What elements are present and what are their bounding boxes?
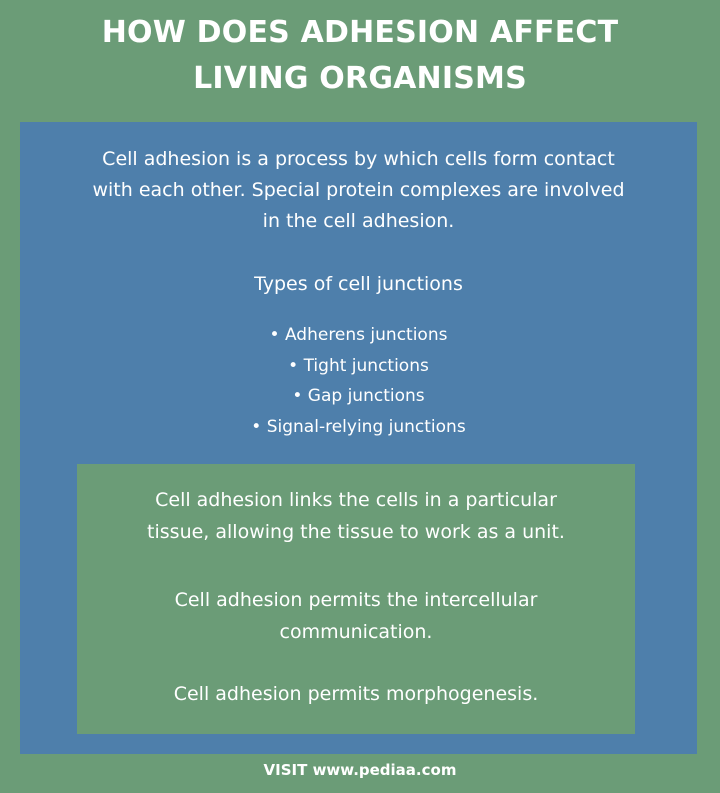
definition-panel: Cell adhesion is a process by which cell…	[20, 122, 697, 754]
list-item-gap-junctions: • Gap junctions	[292, 386, 425, 406]
list-item-signal-relying-junctions: • Signal-relying junctions	[251, 416, 466, 437]
effect-1-line-1: Cell adhesion links the cells in a parti…	[155, 489, 557, 511]
effect-1-line-2: tissue, allowing the tissue to work as a…	[147, 521, 565, 543]
junction-types-list: • Adherens junctions • Tight junctions •…	[20, 320, 697, 442]
footer-visit-link[interactable]: VISIT www.pediaa.com	[263, 761, 457, 779]
intro-line-2: with each other. Special protein complex…	[92, 179, 625, 201]
effect-3-line-1: Cell adhesion permits morphogenesis.	[173, 683, 539, 705]
intro-paragraph: Cell adhesion is a process by which cell…	[60, 144, 657, 237]
title-line-2: LIVING ORGANISMS	[193, 61, 527, 96]
effect-2-line-2: communication.	[279, 621, 433, 643]
list-item-adherens-junctions: • Adherens junctions	[269, 325, 448, 345]
intro-line-1: Cell adhesion is a process by which cell…	[102, 148, 615, 170]
effect-paragraph-tissue-unit: Cell adhesion links the cells in a parti…	[87, 484, 625, 548]
list-item-tight-junctions: • Tight junctions	[288, 355, 429, 376]
effect-paragraph-morphogenesis: Cell adhesion permits morphogenesis.	[87, 678, 625, 710]
effects-panel: Cell adhesion links the cells in a parti…	[77, 464, 635, 734]
effect-2-line-1: Cell adhesion permits the intercellular	[174, 589, 538, 611]
page-title: HOW DOES ADHESION AFFECT LIVING ORGANISM…	[0, 10, 720, 102]
title-line-1: HOW DOES ADHESION AFFECT	[101, 15, 619, 50]
effect-paragraph-communication: Cell adhesion permits the intercellular …	[87, 584, 625, 648]
junction-types-heading: Types of cell junctions	[254, 273, 463, 295]
intro-line-3: in the cell adhesion.	[262, 210, 455, 232]
